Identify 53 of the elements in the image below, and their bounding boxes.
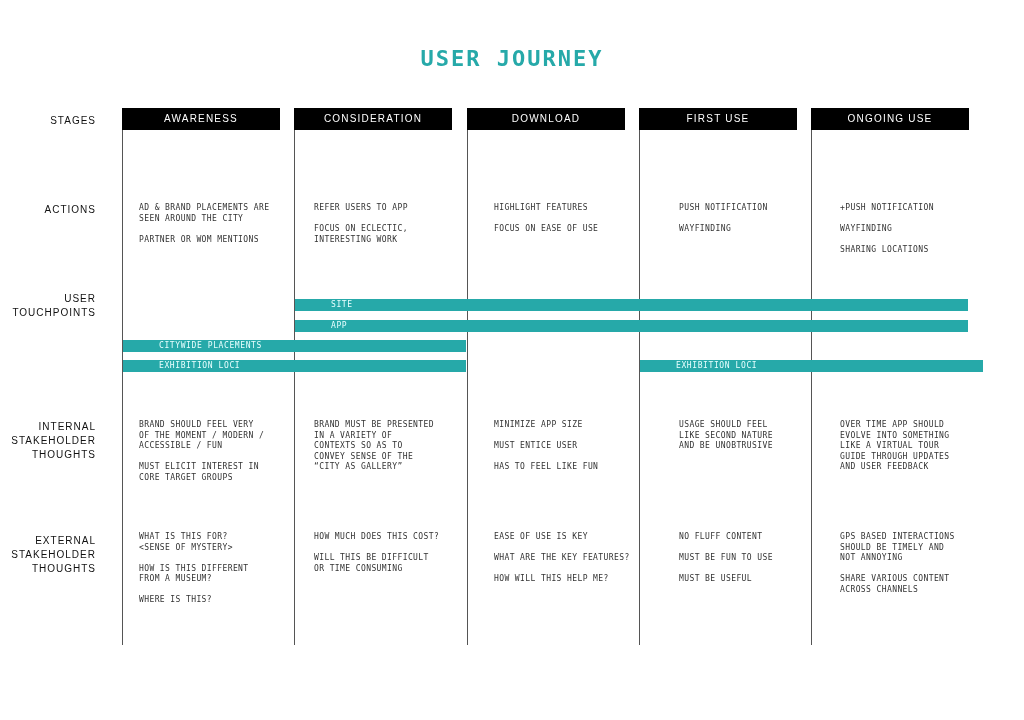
bar-label: EXHIBITION LOCI [159,360,241,372]
cell-text: PUSH NOTIFICATION [679,203,768,214]
row-label: ACTIONS [43,203,96,217]
touchpoint-bar [295,299,968,311]
cell-text: WHAT ARE THE KEY FEATURES? [494,553,630,564]
title: USER JOURNEY [419,46,605,71]
stage-header: CONSIDERATION [294,108,452,130]
cell-text: EASE OF USE IS KEY [494,532,588,543]
cell-text: BRAND MUST BE PRESENTED IN A VARIETY OF CONTEXTS SO AS TO CONVEY SENSE OF THE “CITY AS GALLERY” [314,420,435,473]
bar-label: APP [331,320,348,332]
cell-text: NO FLUFF CONTENT [679,532,763,543]
touchpoint-bar [123,360,466,372]
touchpoint-bar [295,320,968,332]
cell-text: OVER TIME APP SHOULD EVOLVE INTO SOMETHING LIKE A VIRTUAL TOUR GUIDE THROUGH UPDATES AND USER FEEDBACK [840,420,951,473]
cell-text: HOW IS THIS DIFFERENT FROM A MUSEUM? [139,563,250,585]
touchpoint-bar [640,360,983,372]
cell-text: USAGE SHOULD FEEL LIKE SECOND NATURE AND BE UNOBTRUSIVE [679,420,774,452]
cell-text: HIGHLIGHT FEATURES [494,203,588,214]
bar-label: SITE [331,299,353,311]
bar-label: CITYWIDE PLACEMENTS [159,340,262,352]
cell-text: WILL THIS BE DIFFICULT OR TIME CONSUMING [314,553,430,574]
cell-text: MUST ELICIT INTEREST IN CORE TARGET GROUPS [139,462,260,483]
cell-text: FOCUS ON EASE OF USE [494,224,599,235]
cell-text: MUST ENTICE USER [494,441,578,452]
cell-text: SHARE VARIOUS CONTENT ACROSS CHANNELS [840,574,951,595]
cell-text: HOW WILL THIS HELP ME? [494,574,609,585]
cell-text: WAYFINDING [840,224,893,235]
cell-text: WAYFINDING [679,224,732,235]
cell-text: MUST BE USEFUL [679,574,753,585]
cell-text: SHARING LOCATIONS [840,245,929,256]
cell-text: MINIMIZE APP SIZE [494,420,583,431]
stage-header: FIRST USE [639,108,797,130]
cell-text: HOW MUCH DOES THIS COST? [314,532,440,543]
row-label: STAGES [49,114,96,128]
cell-text: HAS TO FEEL LIKE FUN [494,462,599,473]
stage-header: DOWNLOAD [467,108,625,130]
cell-text: FOCUS ON ECLECTIC, INTERESTING WORK [314,224,409,245]
row-label: EXTERNAL STAKEHOLDER THOUGHTS [10,534,96,576]
cell-text: REFER USERS TO APP [314,203,408,214]
cell-text: MUST BE FUN TO USE [679,553,773,564]
cell-text: AD & BRAND PLACEMENTS ARE SEEN AROUND THE CITY [139,203,271,224]
cell-text: PARTNER OR WOM MENTIONS [139,234,259,245]
row-label: INTERNAL STAKEHOLDER THOUGHTS [10,420,96,462]
touchpoint-bar [123,340,466,352]
bar-label: EXHIBITION LOCI [676,360,758,372]
stage-header: AWARENESS [122,108,280,130]
cell-text: BRAND SHOULD FEEL VERY OF THE MOMENT / MODERN / ACCESSIBLE / FUN [139,420,266,452]
stage-header: ONGOING USE [811,108,969,130]
cell-text: GPS BASED INTERACTIONS SHOULD BE TIMELY AND NOT ANNOYING [840,532,956,564]
cell-text: WHERE IS THIS? [139,595,213,606]
cell-text: WHAT IS THIS FOR? <SENSE OF MYSTERY> [139,532,234,553]
row-label: USER TOUCHPOINTS [11,292,96,320]
cell-text: +PUSH NOTIFICATION [840,203,934,214]
